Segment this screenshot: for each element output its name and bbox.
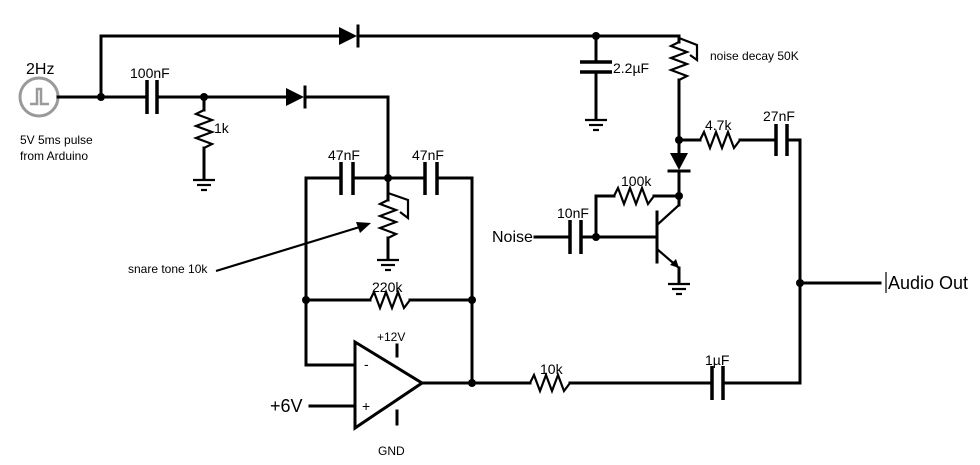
resistor-10k: [529, 371, 714, 395]
capacitor-10nf: [568, 220, 583, 254]
filter-network-wires: [302, 174, 532, 387]
opamp-plus-rail-label: +12V: [377, 330, 405, 344]
opamp-plus-label: +: [362, 398, 370, 414]
res-100k-label: 100k: [621, 173, 652, 189]
ground-icon: [377, 258, 399, 272]
cap-1uf-label: 1µF: [705, 352, 729, 368]
capacitor-100nf: [145, 80, 159, 114]
cap-10nf-label: 10nF: [557, 205, 589, 221]
cap-2-2uf-label: 2.2µF: [613, 60, 649, 76]
pot-noise-label: noise decay 50K: [710, 49, 799, 63]
resistor-220k: [369, 288, 411, 312]
ground-icon: [585, 118, 607, 132]
pulse-source-icon: [18, 76, 60, 118]
ground-icon: [668, 282, 690, 296]
audio-out-label: Audio Out: [888, 273, 968, 293]
transistor-icon: [655, 193, 681, 284]
bias-input-label: +6V: [270, 396, 303, 416]
res-10k-label: 10k: [540, 361, 564, 377]
resistor-4-7k: [675, 128, 778, 152]
ground-icon: [193, 178, 215, 192]
opamp-icon: [308, 339, 425, 431]
diode-mid-icon: [286, 85, 307, 109]
capacitor-47nf-left: [339, 162, 355, 195]
diode-top-icon: [339, 24, 360, 48]
resistor-100k: [592, 184, 683, 241]
input-wires: [56, 34, 681, 180]
clock-freq-label: 2Hz: [26, 61, 54, 78]
clock-desc-line1: 5V 5ms pulse: [20, 133, 93, 147]
res-1k-label: 1k: [214, 120, 230, 136]
opamp-minus-label: -: [364, 356, 369, 372]
cap-47nf-right-label: 47nF: [412, 147, 444, 163]
cap-27nf-label: 27nF: [763, 108, 795, 124]
cap-47nf-left-label: 47nF: [328, 147, 360, 163]
noise-input-label: Noise: [492, 229, 533, 246]
resistor-1k: [192, 95, 216, 180]
capacitor-27nf: [774, 124, 802, 156]
capacitor-1uf: [710, 366, 802, 400]
cap-100nf-label: 100nF: [130, 65, 170, 81]
res-220k-label: 220k: [372, 279, 403, 295]
output-wires: [796, 138, 887, 385]
pot-snare-label: snare tone 10k: [128, 262, 208, 276]
clock-desc-line2: from Arduino: [20, 149, 88, 163]
potentiometer-snare-tone: [376, 176, 410, 260]
potentiometer-noise-decay: [667, 34, 699, 155]
annotation-arrow: [215, 222, 371, 273]
diode-noise-icon: [667, 153, 691, 197]
capacitor-47nf-right: [423, 162, 439, 195]
res-4-7k-label: 4.7k: [705, 117, 732, 133]
capacitor-2-2uf: [580, 60, 612, 74]
opamp-gnd-label: GND: [378, 444, 405, 458]
decay-wires: [592, 32, 600, 120]
